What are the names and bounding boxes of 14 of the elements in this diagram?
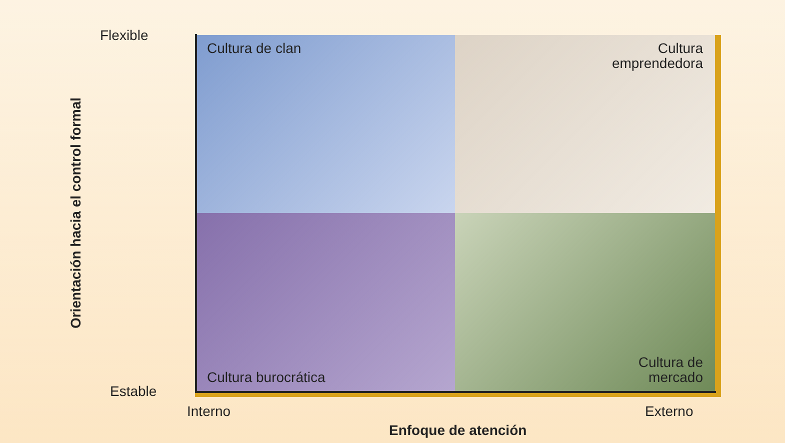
quadrant [195,35,455,213]
quadrant [455,213,715,391]
quadrant-label: Cultura de clan [207,41,302,56]
quadrant [195,213,455,391]
axis-label: Flexible [100,27,148,43]
axis-title: Enfoque de atención [389,422,527,438]
axis-label: Interno [187,403,231,419]
quadrant-label: Cultura de mercado [637,355,703,385]
axis-label: Estable [110,383,157,399]
quadrant-label: Cultura burocrática [207,370,326,385]
axis-title: Orientación hacia el control formal [67,97,84,329]
quadrant [455,35,715,213]
quadrant-label: Cultura emprendedora [610,41,703,71]
axis-label: Externo [645,403,694,419]
